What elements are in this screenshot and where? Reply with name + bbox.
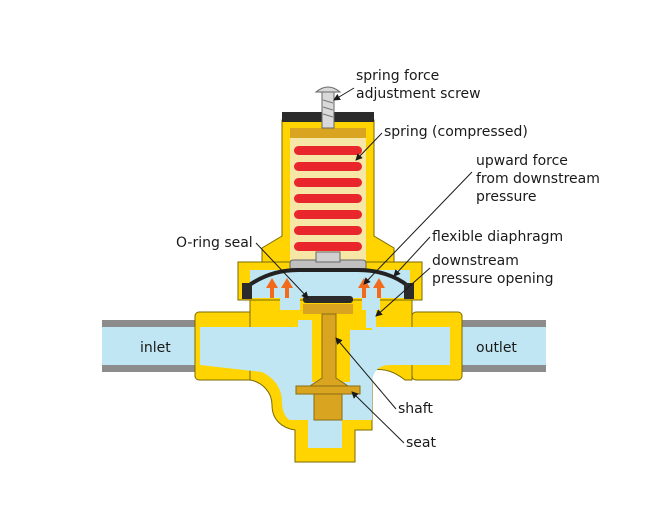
upward-force-label: upward force from downstream pressure — [476, 153, 604, 205]
inlet-pipe — [102, 320, 212, 372]
o-ring-label: O-ring seal — [176, 235, 253, 251]
spring-coils — [294, 146, 362, 251]
diaphragm-label: flexible diaphragm — [432, 229, 563, 245]
diaphragm-clamp-left — [242, 283, 252, 299]
adjustment-screw-icon — [314, 86, 342, 129]
valve-seat — [295, 385, 361, 421]
inlet-label: inlet — [140, 340, 171, 356]
spring-upper-plate — [290, 128, 366, 138]
pressure-opening-label: downstream pressure opening — [432, 253, 554, 287]
outlet-label: outlet — [476, 340, 517, 356]
seat-label: seat — [406, 435, 436, 451]
diaphragm-clamp-right — [404, 283, 414, 299]
o-ring-seal — [303, 296, 353, 314]
flexible-diaphragm — [246, 268, 410, 288]
adjustment-screw-label: spring force adjustment screw — [356, 68, 481, 102]
spring-label: spring (compressed) — [384, 124, 528, 140]
shaft-label: shaft — [398, 401, 433, 417]
